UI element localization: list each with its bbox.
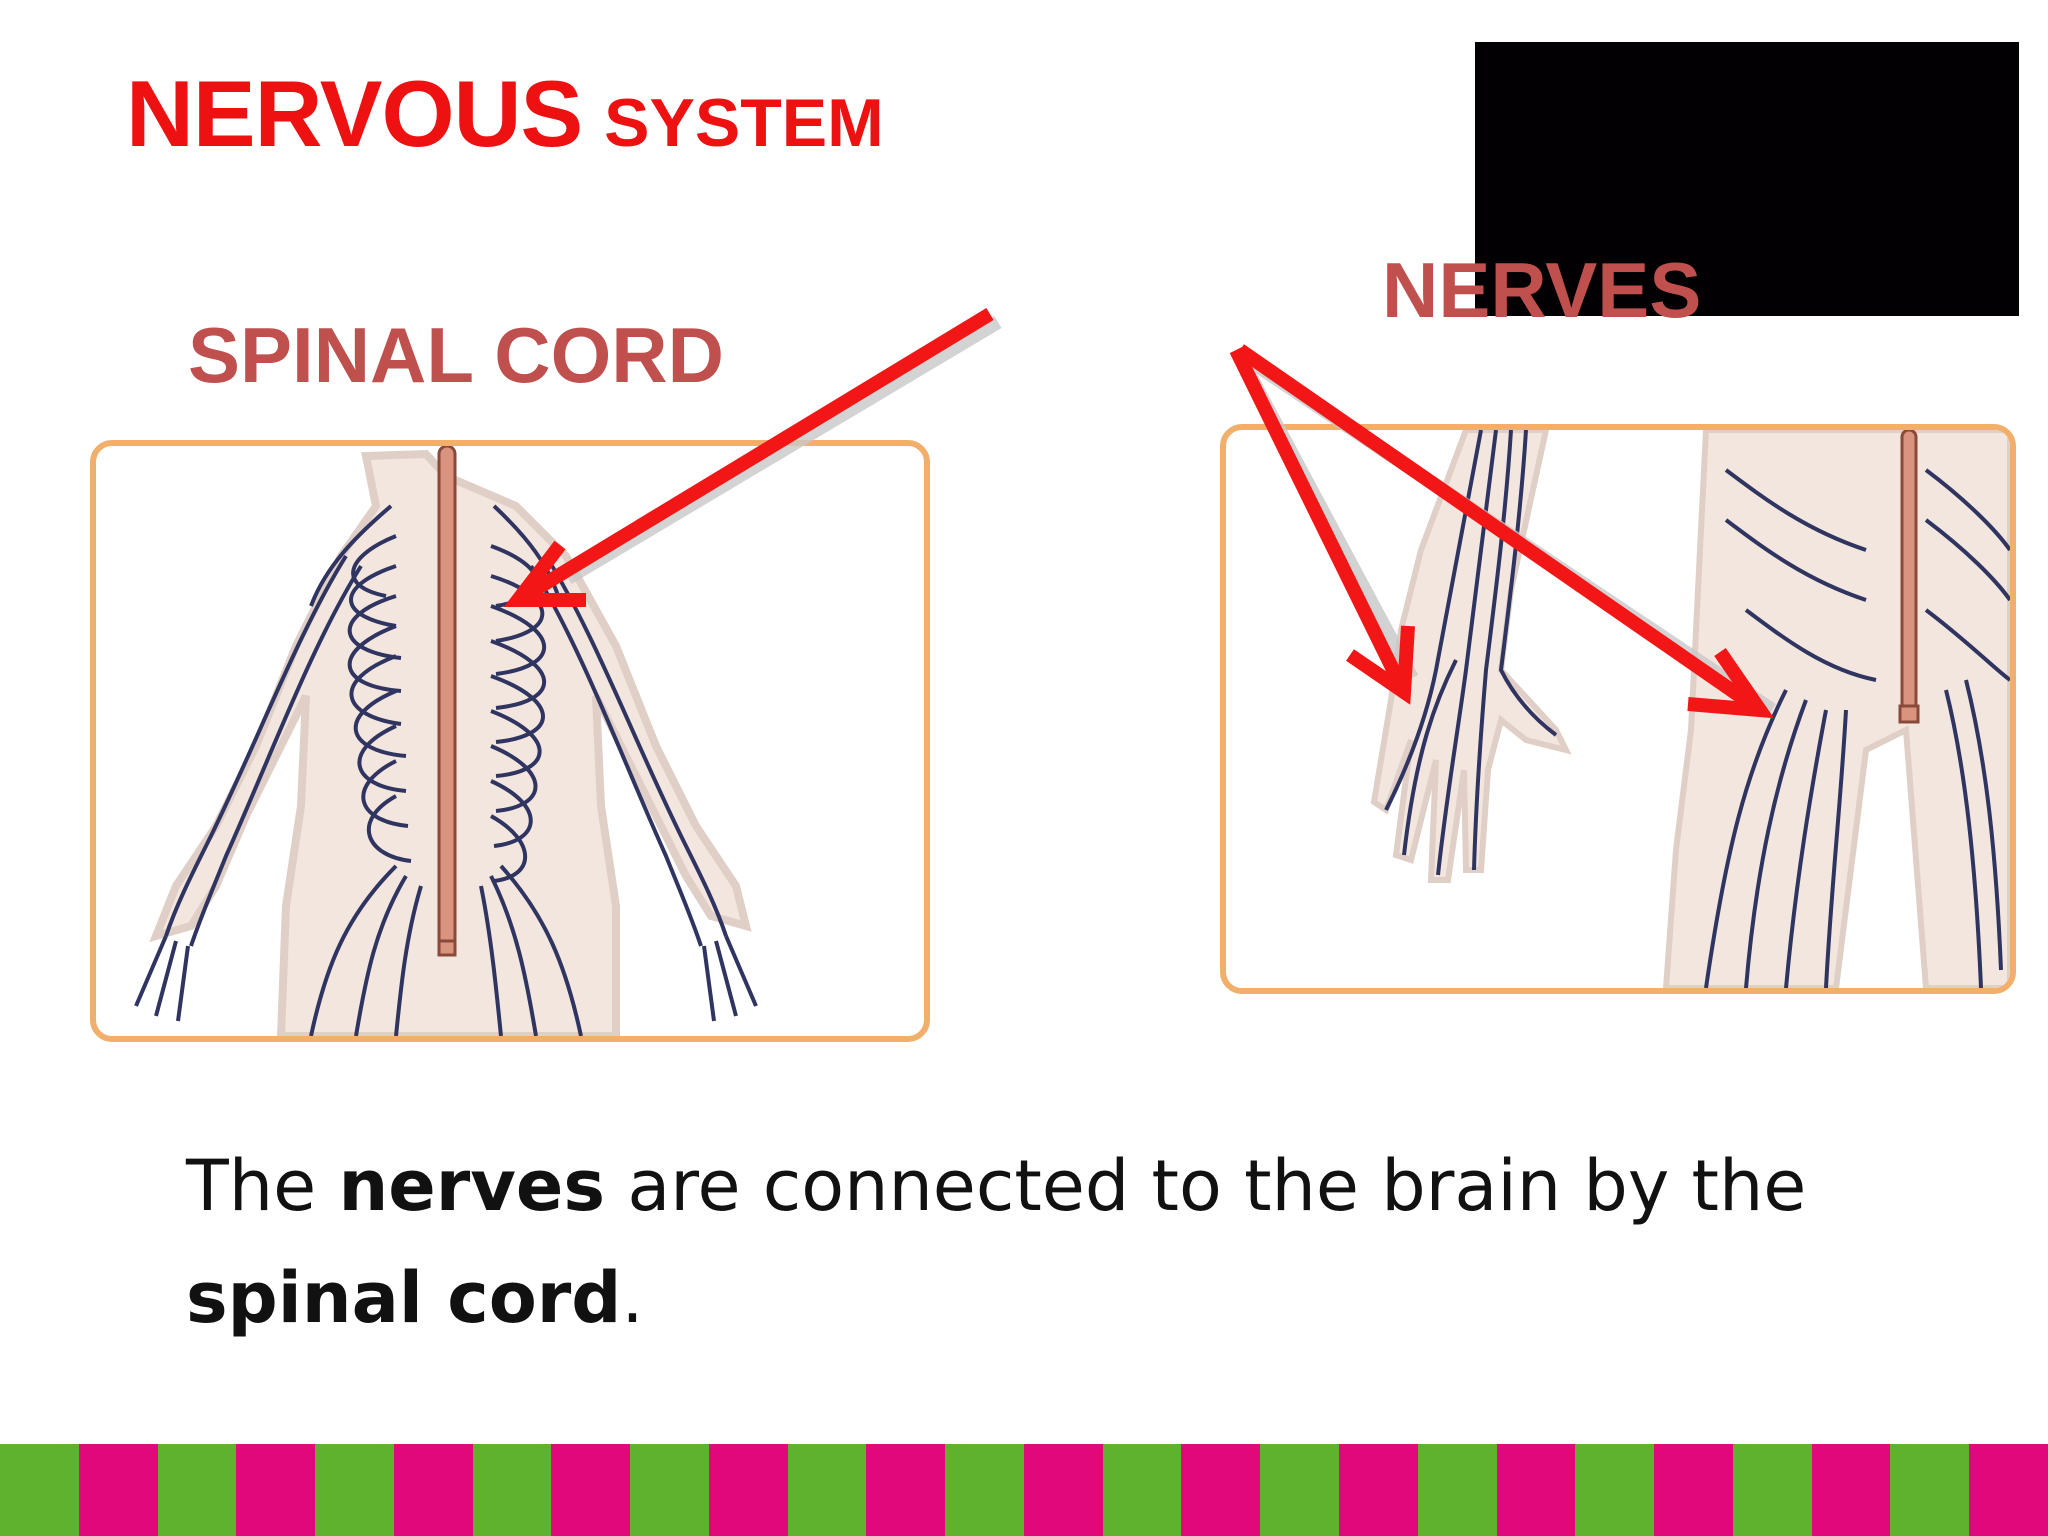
label-nerves: NERVES bbox=[1382, 246, 1702, 334]
stripe-segment bbox=[78, 1444, 158, 1536]
stripe-segment bbox=[1654, 1444, 1733, 1536]
stripe-segment bbox=[1811, 1444, 1891, 1536]
caption-bold-spinal-cord: spinal cord bbox=[186, 1257, 622, 1339]
spinal-cord-drawing bbox=[134, 446, 758, 1036]
arrowhead-spinal bbox=[503, 540, 586, 607]
caption-part: are connected to the brain by the bbox=[605, 1145, 1807, 1227]
stripe-segment bbox=[1102, 1444, 1182, 1536]
stripe-segment bbox=[630, 1444, 709, 1536]
stripe-segment bbox=[1339, 1444, 1418, 1536]
stripe-segment bbox=[945, 1444, 1024, 1536]
stripe-segment bbox=[1260, 1444, 1340, 1536]
decorative-stripe-bar bbox=[0, 1444, 2048, 1536]
arrow-to-hand bbox=[1229, 346, 1411, 696]
stripe-segment bbox=[1496, 1444, 1576, 1536]
stripe-segment bbox=[708, 1444, 788, 1536]
spinal-cord-illustration bbox=[90, 440, 930, 1042]
red-arrows bbox=[503, 308, 1775, 719]
caption-part: The bbox=[186, 1145, 339, 1227]
stripe-segment bbox=[1575, 1444, 1655, 1536]
arrow-to-leg bbox=[1236, 344, 1764, 716]
caption-part: . bbox=[621, 1257, 644, 1339]
stripe-segment bbox=[157, 1444, 237, 1536]
slide-title: NERVOUS SYSTEM bbox=[126, 60, 884, 168]
stripe-segment bbox=[866, 1444, 946, 1536]
nerves-illustration bbox=[1220, 424, 2016, 994]
caption-bold-nerves: nerves bbox=[338, 1145, 606, 1227]
stripe-segment bbox=[393, 1444, 473, 1536]
caption-text: The nerves are connected to the brain by… bbox=[186, 1130, 1966, 1354]
stripe-segment bbox=[1732, 1444, 1812, 1536]
label-spinal-cord: SPINAL CORD bbox=[188, 311, 724, 399]
arrowhead-hand bbox=[1346, 625, 1415, 705]
stripe-segment bbox=[1417, 1444, 1497, 1536]
arrowhead-leg bbox=[1687, 648, 1775, 719]
arrow-shadows bbox=[564, 315, 1776, 716]
stripe-segment bbox=[551, 1444, 631, 1536]
title-part-system: SYSTEM bbox=[604, 85, 884, 161]
stripe-segment bbox=[236, 1444, 316, 1536]
nerves-drawing bbox=[1370, 430, 2010, 988]
stripe-segment bbox=[0, 1444, 79, 1536]
title-part-nervous: NERVOUS bbox=[126, 61, 583, 166]
leg-nerves bbox=[1704, 468, 2010, 988]
rib-nerves bbox=[134, 504, 758, 1036]
stripe-segment bbox=[1890, 1444, 1970, 1536]
stripe-segment bbox=[315, 1444, 394, 1536]
spinal-cord-lower-end bbox=[1898, 704, 1920, 724]
stripe-segment bbox=[472, 1444, 552, 1536]
stripe-segment bbox=[1023, 1444, 1103, 1536]
arm-nerves bbox=[1384, 430, 1558, 876]
spinal-cord-end bbox=[437, 939, 457, 957]
stripe-segment bbox=[787, 1444, 867, 1536]
stripe-segment bbox=[1969, 1444, 2048, 1536]
stripe-segment bbox=[1181, 1444, 1261, 1536]
arrow-to-spinal-cord bbox=[514, 308, 994, 606]
redaction-box bbox=[1475, 42, 2019, 316]
leg-silhouette bbox=[1662, 430, 2010, 988]
